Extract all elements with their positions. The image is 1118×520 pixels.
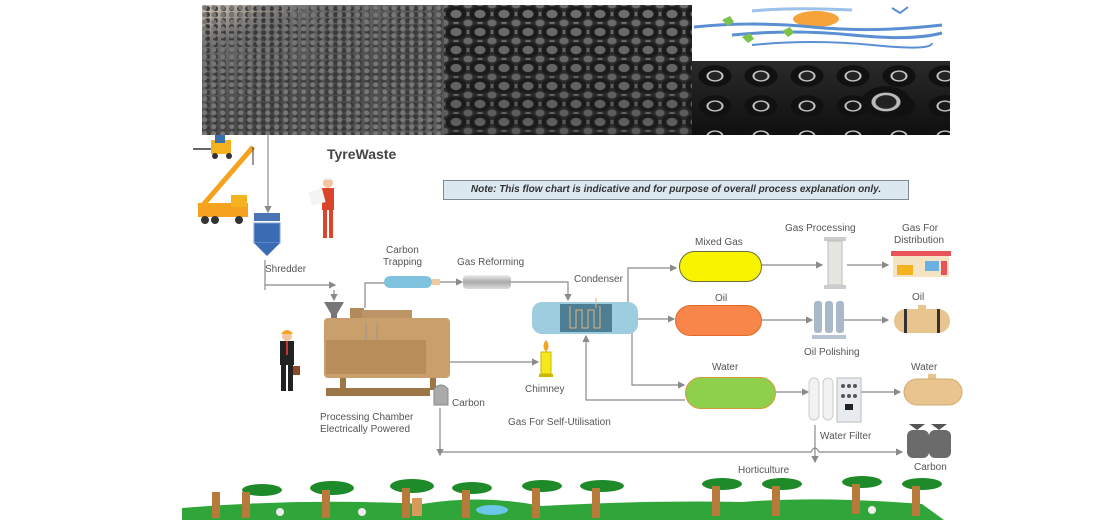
carbon-sacks-icon	[907, 424, 951, 458]
tyre-dump-photo	[444, 5, 692, 135]
shredder-icon	[253, 213, 281, 256]
gas-reforming-label: Gas Reforming	[457, 257, 525, 268]
shredder-label: Shredder	[265, 264, 307, 275]
water-filter-icon	[808, 377, 862, 423]
gas-for-distribution-label-line2: Distribution	[894, 235, 945, 246]
oil-tank-icon	[894, 305, 950, 333]
condenser-to-water-line	[631, 328, 686, 389]
sunset-birds-illustration	[692, 5, 950, 61]
mixed-gas-label: Mixed Gas	[695, 237, 743, 248]
disclaimer-note: Note: This flow chart is indicative and …	[443, 180, 909, 200]
chamber-to-trap-line	[364, 282, 390, 308]
water-product	[685, 377, 776, 409]
sunset-sea-icon	[693, 6, 943, 49]
carbon-trapping-label-line1: Carbon	[386, 245, 419, 256]
reform-to-condenser-line	[510, 281, 572, 302]
tyres-closeup-photo	[692, 61, 950, 135]
oil-product	[675, 305, 762, 336]
chimney-burner-icon	[539, 340, 553, 377]
water-tank-icon	[903, 374, 963, 406]
oil-polishing-icon	[812, 301, 846, 339]
gas-self-utilisation-label: Gas For Self-Utilisation	[508, 417, 611, 428]
water-label: Water	[712, 362, 739, 373]
carbon-trap-icon	[384, 276, 440, 288]
horticulture-landscape-illustration	[182, 476, 944, 520]
carbon-trapping-label-line2: Trapping	[383, 257, 423, 268]
oil-output-label: Oil	[912, 292, 925, 303]
mixed-gas-product	[679, 251, 762, 282]
chimney-label: Chimney	[525, 384, 565, 395]
gas-reformer-icon	[463, 275, 511, 289]
crane-forklift-icon	[193, 135, 255, 224]
carbon-output-label: Carbon	[914, 462, 947, 473]
condenser-label: Condenser	[574, 274, 623, 285]
processing-chamber-icon	[324, 302, 450, 396]
gas-processing-column-icon	[824, 237, 846, 289]
shredded-tyre-pile-photo	[202, 5, 444, 135]
page-title: TyreWaste	[327, 146, 397, 162]
gas-for-distribution-label-line1: Gas For	[902, 223, 939, 234]
water-filter-label: Water Filter	[820, 431, 872, 442]
processing-chamber-label-line1: Processing Chamber	[320, 412, 414, 423]
water-output-label: Water	[911, 362, 938, 373]
condenser-icon	[532, 298, 638, 334]
condenser-to-mixedgas-line	[627, 264, 678, 305]
carbon-byproduct-label: Carbon	[452, 398, 485, 409]
self-utilisation-loop-line	[582, 334, 685, 401]
horticulture-label: Horticulture	[738, 465, 790, 476]
gas-processing-label: Gas Processing	[785, 223, 856, 234]
oil-label: Oil	[715, 293, 728, 304]
engineer-figure-icon	[308, 177, 334, 238]
businessman-figure-icon	[280, 330, 300, 391]
oil-polishing-label: Oil Polishing	[804, 347, 860, 358]
processing-chamber-label-line2: Electrically Powered	[320, 424, 411, 435]
carbon-vessel-icon	[433, 384, 449, 406]
gas-station-icon	[891, 251, 951, 277]
